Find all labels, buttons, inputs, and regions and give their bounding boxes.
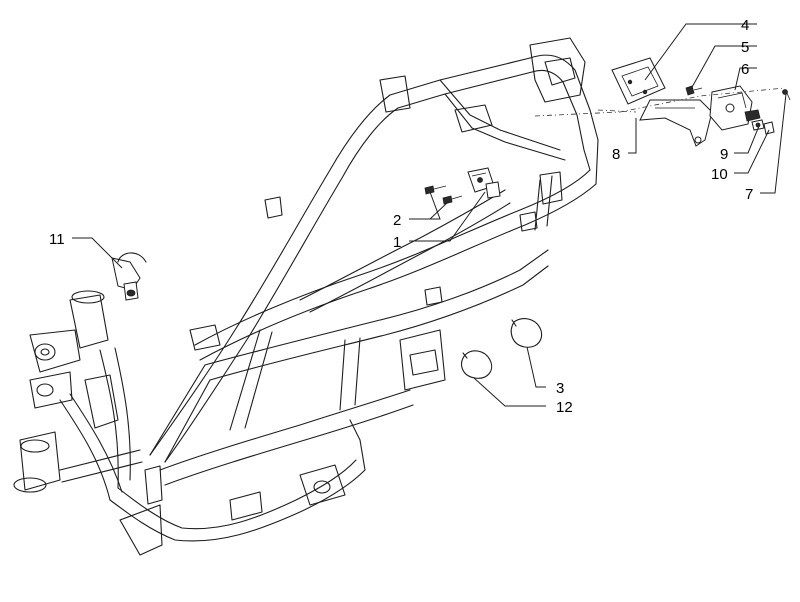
leader-7 xyxy=(760,93,787,194)
part-3-snap-ring xyxy=(510,318,543,348)
leader-12 xyxy=(473,377,546,407)
callout-1: 1 xyxy=(393,234,401,251)
leader-9 xyxy=(734,125,760,154)
part-12-snap-ring xyxy=(461,350,493,379)
part-6-sensor-housing xyxy=(709,85,761,131)
leader-8 xyxy=(628,118,637,154)
leader-2b xyxy=(429,201,449,220)
callout-numbers: 4 5 6 8 9 10 7 2 1 11 3 12 xyxy=(49,17,753,416)
callout-4: 4 xyxy=(741,17,749,34)
part-2-screws xyxy=(424,185,463,205)
callout-3: 3 xyxy=(556,380,564,397)
callout-8: 8 xyxy=(612,146,620,163)
leader-5 xyxy=(690,45,757,90)
callout-10: 10 xyxy=(711,166,728,183)
leader-3 xyxy=(526,346,546,388)
callout-7: 7 xyxy=(745,186,753,203)
assembly-axis-2 xyxy=(597,109,637,113)
leader-4 xyxy=(644,23,757,81)
leader-11 xyxy=(72,237,123,269)
part-11-clamp xyxy=(111,252,147,301)
frame-brackets xyxy=(144,37,586,521)
part-7-bolt xyxy=(782,89,791,101)
callout-9: 9 xyxy=(720,146,728,163)
callout-6: 6 xyxy=(741,61,749,78)
part-8-bracket-arm xyxy=(639,99,713,147)
part-1-bracket xyxy=(467,167,501,199)
part-4-gasket xyxy=(611,57,666,105)
callout-5: 5 xyxy=(741,39,749,56)
leader-lines xyxy=(72,23,787,407)
callout-12: 12 xyxy=(556,399,573,416)
leader-6 xyxy=(734,67,757,91)
part-5-screw xyxy=(685,85,703,96)
callout-11: 11 xyxy=(49,231,65,248)
scooter-frame xyxy=(59,54,599,556)
part-10-pin xyxy=(763,121,775,135)
leader-2a xyxy=(409,191,441,220)
head-tube-assembly xyxy=(13,290,119,493)
callout-2: 2 xyxy=(393,212,401,229)
leader-1 xyxy=(409,191,486,242)
leader-10 xyxy=(734,129,770,174)
part-9-fitting xyxy=(751,119,765,131)
